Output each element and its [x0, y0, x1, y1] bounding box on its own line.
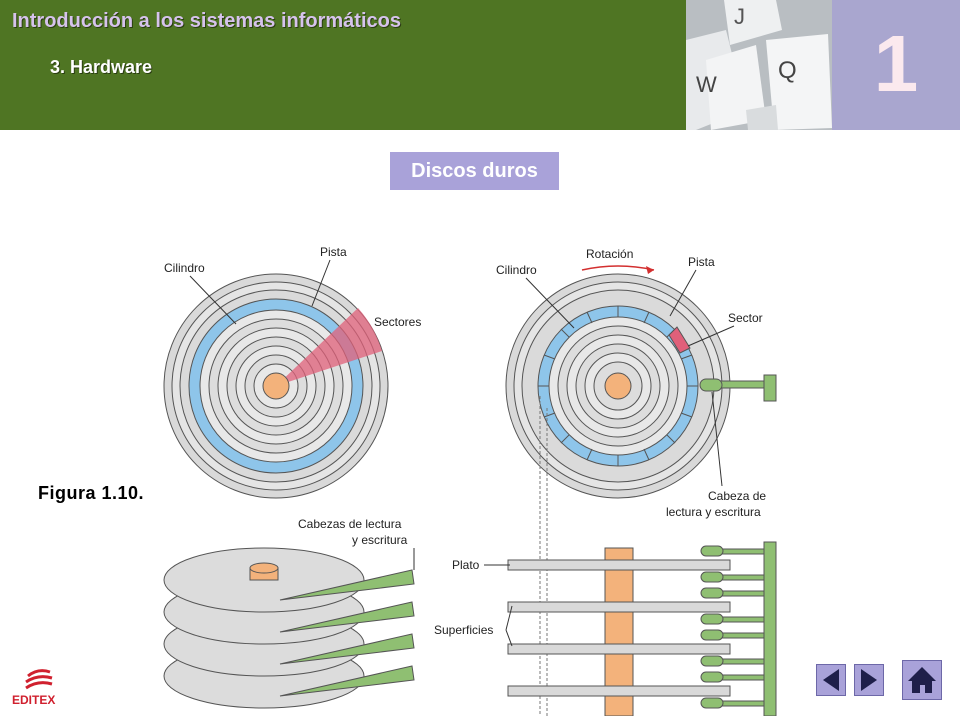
label-plato: Plato: [452, 558, 480, 572]
section-subtitle: 3. Hardware: [50, 57, 153, 77]
key-j-label: J: [734, 4, 745, 29]
next-slide-button[interactable]: [854, 664, 884, 696]
label-pista-left: Pista: [320, 245, 347, 259]
spindle-stack: [249, 562, 279, 574]
arrow-right-icon: [861, 669, 877, 691]
spindle-right: [604, 372, 632, 400]
platter-top-view-left: Cilindro Pista Sectores: [163, 245, 421, 499]
label-sectores: Sectores: [374, 315, 421, 329]
sector-highlight: [668, 326, 691, 354]
read-write-head: [699, 378, 723, 392]
label-cabezas-line1: Cabezas de lectura: [298, 517, 402, 531]
label-rotacion: Rotación: [586, 247, 633, 261]
home-icon: [908, 667, 936, 693]
label-cabeza-line2: lectura y escritura: [666, 505, 761, 519]
label-cabeza-line1: Cabeza de: [708, 489, 766, 503]
label-pista-right: Pista: [688, 255, 715, 269]
actuator-arm: [763, 541, 777, 716]
figure-caption: Figura 1.10.: [38, 483, 145, 503]
section-label: Discos duros: [390, 152, 559, 190]
platter-side-view: Plato Superficies: [434, 541, 777, 716]
home-button[interactable]: [902, 660, 942, 700]
label-cabezas-line2: y escritura: [352, 533, 408, 547]
hard-disk-diagram: Cilindro Pista Sectores: [163, 245, 777, 716]
header-banner: Introducción a los sistemas informáticos…: [0, 0, 686, 130]
editex-logo: EDITEX: [12, 668, 72, 713]
chapter-badge: 1: [832, 0, 960, 130]
platter-top-view-right: Rotación Cilindro Pista Sector Cabeza de…: [496, 247, 777, 716]
label-cilindro-left: Cilindro: [164, 261, 205, 275]
label-cilindro-right: Cilindro: [496, 263, 537, 277]
platter-stack-view: Cabezas de lectura y escritura: [163, 517, 415, 709]
chapter-number: 1: [873, 19, 919, 108]
sector-wedge: [276, 308, 382, 386]
label-superficies: Superficies: [434, 623, 493, 637]
arrow-left-icon: [823, 669, 839, 691]
label-sector: Sector: [728, 311, 763, 325]
key-q-label: Q: [778, 57, 797, 84]
prev-slide-button[interactable]: [816, 664, 846, 696]
spindle-left: [262, 372, 290, 400]
page-title: Introducción a los sistemas informáticos: [12, 10, 401, 32]
logo-text: EDITEX: [12, 693, 55, 707]
keyboard-image: J Q W: [686, 0, 832, 130]
key-w-label: W: [696, 72, 717, 97]
